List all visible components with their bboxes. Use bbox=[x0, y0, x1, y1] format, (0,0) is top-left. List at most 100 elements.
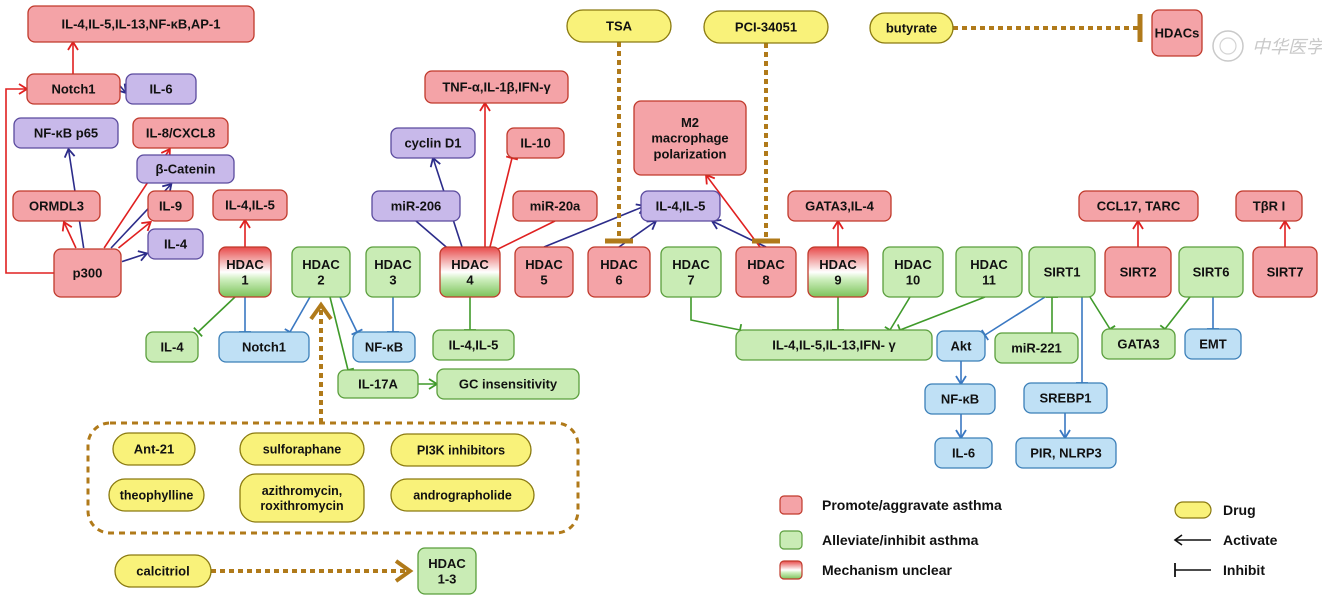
node-box bbox=[132, 117, 229, 149]
edge-line bbox=[1164, 296, 1191, 330]
node-nfkb_b2: NF-κB bbox=[924, 383, 996, 415]
node-label: IL-10 bbox=[520, 136, 550, 151]
node-box bbox=[703, 10, 829, 44]
node-sirt6: SIRT6 bbox=[1178, 246, 1244, 298]
node-label: ORMDL3 bbox=[29, 199, 84, 214]
node-box bbox=[352, 331, 416, 363]
node-label: cyclin D1 bbox=[404, 136, 461, 151]
legend-item-drug: Drug bbox=[1174, 501, 1256, 519]
edge-hdac3-nfkb_b bbox=[387, 297, 399, 333]
node-label: IL-6 bbox=[952, 446, 975, 461]
edge-p300-il4_p bbox=[121, 250, 149, 263]
edge-p300-notch1_top bbox=[5, 83, 54, 274]
node-label: sulforaphane bbox=[263, 443, 342, 457]
node-box bbox=[512, 190, 598, 222]
node-box bbox=[417, 547, 477, 595]
edge-line bbox=[289, 296, 311, 333]
node-box bbox=[882, 246, 944, 298]
node-label: miR-206 bbox=[391, 199, 442, 214]
node-il4il5_p: IL-4,IL-5 bbox=[640, 190, 721, 222]
node-label: HDACs bbox=[1155, 26, 1200, 41]
edge-line bbox=[889, 296, 911, 331]
node-gata3: GATA3 bbox=[1101, 328, 1176, 360]
node-box bbox=[145, 331, 199, 363]
inhibit-bar bbox=[193, 327, 203, 337]
node-label: IL-4,IL-5 bbox=[225, 198, 275, 213]
node-label: IL-4 bbox=[160, 340, 184, 355]
node-box bbox=[633, 100, 747, 176]
node-box bbox=[1104, 246, 1172, 298]
legend: Promote/aggravate asthmaAlleviate/inhibi… bbox=[779, 495, 1278, 580]
node-gata3il4: GATA3,IL-4 bbox=[787, 190, 892, 222]
node-akt: Akt bbox=[936, 330, 986, 362]
edge-line bbox=[117, 221, 152, 249]
node-label: TSA bbox=[606, 19, 633, 34]
node-box bbox=[735, 246, 797, 298]
edge-line bbox=[705, 174, 761, 248]
node-ormdl3: ORMDL3 bbox=[12, 190, 101, 222]
node-il4_g: IL-4 bbox=[145, 331, 199, 363]
node-emt: EMT bbox=[1184, 328, 1242, 360]
node-box bbox=[1101, 328, 1176, 360]
node-il4il5_h1: IL-4,IL-5 bbox=[212, 189, 288, 221]
node-label: IL-17A bbox=[358, 377, 398, 392]
node-box bbox=[436, 368, 580, 400]
edge-il17a-gc bbox=[418, 378, 439, 390]
node-box bbox=[12, 190, 101, 222]
node-box bbox=[566, 9, 672, 43]
edge-line bbox=[543, 205, 646, 248]
node-box bbox=[506, 127, 565, 159]
node-sirt1: SIRT1 bbox=[1028, 246, 1096, 298]
node-box bbox=[955, 246, 1023, 298]
node-cyclind1: cyclin D1 bbox=[390, 127, 476, 159]
edge-p300-ormdl3 bbox=[61, 220, 77, 249]
node-box bbox=[514, 246, 574, 298]
node-box bbox=[640, 190, 721, 222]
node-sirt7: SIRT7 bbox=[1252, 246, 1318, 298]
edge-hdac2-notch1_b bbox=[284, 296, 311, 336]
node-tsa: TSA bbox=[566, 9, 672, 43]
node-label: IL-8/CXCL8 bbox=[146, 126, 215, 141]
node-box bbox=[390, 127, 476, 159]
node-il8: IL-8/CXCL8 bbox=[132, 117, 229, 149]
legend-item-activate: Activate bbox=[1173, 532, 1278, 548]
node-label: p300 bbox=[73, 266, 103, 281]
node-sulfo: sulforaphane bbox=[239, 432, 365, 466]
node-label: IL-9 bbox=[159, 199, 182, 214]
node-il6_b: IL-6 bbox=[934, 437, 993, 469]
node-gc: GC insensitivity bbox=[436, 368, 580, 400]
node-box bbox=[1078, 190, 1199, 222]
legend-item-red: Promote/aggravate asthma bbox=[779, 495, 1002, 515]
arrowhead bbox=[61, 220, 73, 232]
node-box bbox=[218, 246, 272, 298]
node-label: SREBP1 bbox=[1039, 391, 1091, 406]
node-andro: andrographolide bbox=[390, 478, 535, 512]
node-box bbox=[869, 12, 954, 44]
node-il4_p: IL-4 bbox=[147, 228, 204, 260]
node-box bbox=[53, 248, 122, 298]
legend-swatch bbox=[779, 495, 803, 515]
node-box bbox=[239, 473, 365, 523]
node-label: PCI-34051 bbox=[735, 20, 797, 35]
edge-tsa-hdac6 bbox=[605, 42, 633, 244]
node-label: TNF-α,IL-1β,IFN-γ bbox=[442, 80, 551, 95]
arrowhead bbox=[646, 220, 658, 231]
node-ant21: Ant-21 bbox=[112, 432, 196, 466]
node-box bbox=[1184, 328, 1242, 360]
node-box bbox=[27, 5, 255, 43]
node-box bbox=[787, 190, 892, 222]
edge-line bbox=[121, 252, 148, 263]
node-notch1_top: Notch1 bbox=[26, 73, 121, 105]
